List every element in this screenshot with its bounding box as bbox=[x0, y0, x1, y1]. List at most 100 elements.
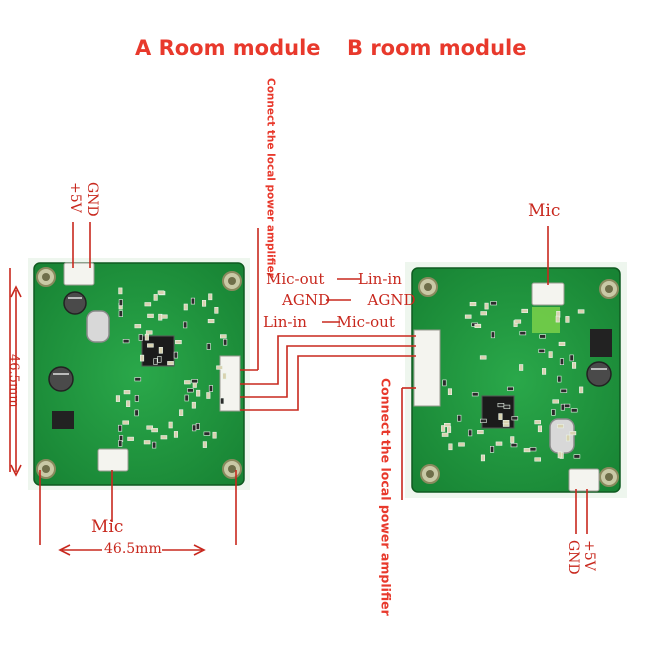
board-a-mic-connector bbox=[97, 448, 129, 472]
smd-part bbox=[558, 341, 566, 347]
smd-part bbox=[579, 386, 584, 394]
smd-part bbox=[123, 390, 131, 395]
smd-part bbox=[559, 358, 565, 366]
board-b-highlight bbox=[532, 307, 560, 333]
smd-part bbox=[138, 334, 143, 341]
smd-part bbox=[569, 431, 577, 436]
board-a-regulator bbox=[52, 411, 74, 429]
smd-part bbox=[523, 448, 531, 453]
smd-part bbox=[534, 457, 542, 462]
smd-part bbox=[537, 425, 543, 433]
board-a-power-connector bbox=[63, 262, 95, 286]
smd-part bbox=[202, 299, 207, 307]
b-5v-label: +5V bbox=[581, 540, 597, 571]
board-b-regulator bbox=[590, 329, 612, 357]
smd-part bbox=[538, 348, 546, 354]
smd-part bbox=[134, 324, 142, 329]
smd-part bbox=[555, 315, 560, 323]
title-b-room: B room module bbox=[347, 36, 527, 60]
smd-part bbox=[577, 309, 585, 314]
title-a-room: A Room module bbox=[135, 36, 321, 60]
board-b-mic-connector bbox=[531, 282, 565, 306]
smd-part bbox=[173, 431, 178, 438]
smd-part bbox=[514, 319, 522, 324]
smd-part bbox=[216, 365, 223, 370]
smd-part bbox=[569, 354, 574, 362]
smd-part bbox=[183, 303, 188, 311]
smd-part bbox=[206, 392, 211, 399]
a-5v-label: +5V bbox=[67, 182, 83, 213]
smd-part bbox=[497, 402, 505, 408]
board-a-capacitors bbox=[48, 291, 87, 392]
smd-part bbox=[565, 316, 570, 323]
smd-part bbox=[519, 364, 524, 371]
smd-part bbox=[126, 400, 131, 408]
smd-part bbox=[490, 301, 497, 306]
smd-part bbox=[220, 397, 225, 405]
smd-part bbox=[147, 343, 154, 348]
smd-part bbox=[196, 389, 201, 397]
board-b-audio-header bbox=[413, 329, 441, 407]
smd-part bbox=[187, 388, 194, 393]
smd-part bbox=[183, 321, 188, 329]
smd-part bbox=[191, 379, 198, 384]
smd-part bbox=[552, 399, 560, 404]
smd-part bbox=[207, 318, 215, 324]
b-gnd-label: GND bbox=[565, 540, 581, 575]
connection-row-3: Lin-in Mic-out bbox=[263, 315, 395, 330]
smd-part bbox=[179, 409, 184, 417]
smd-part bbox=[152, 441, 157, 449]
wire-agnd bbox=[240, 345, 416, 398]
smd-part bbox=[161, 314, 168, 319]
smd-part bbox=[208, 293, 213, 301]
smd-part bbox=[510, 436, 515, 443]
connection-1-to: Lin-in bbox=[357, 270, 402, 288]
smd-part bbox=[468, 429, 473, 437]
smd-part bbox=[195, 423, 200, 430]
smd-part bbox=[560, 403, 565, 411]
smd-part bbox=[118, 287, 123, 295]
smd-part bbox=[191, 401, 196, 409]
smd-part bbox=[184, 394, 189, 402]
board-b-smd-components bbox=[441, 301, 585, 462]
smd-part bbox=[144, 333, 149, 341]
smd-part bbox=[457, 414, 462, 422]
connection-2-to: AGND bbox=[367, 291, 416, 309]
smd-part bbox=[480, 418, 487, 423]
board-b-mounting-holes bbox=[418, 277, 619, 487]
smd-part bbox=[153, 294, 158, 301]
smd-part bbox=[212, 431, 217, 439]
b-connect-amp-label: Connect the local power amplifier bbox=[378, 378, 394, 616]
smd-part bbox=[469, 301, 477, 307]
smd-part bbox=[495, 441, 503, 446]
height-dimension-label: 46.5mm bbox=[6, 354, 21, 408]
smd-part bbox=[118, 424, 123, 432]
smd-part bbox=[565, 434, 571, 442]
smd-part bbox=[118, 299, 123, 306]
smd-part bbox=[484, 302, 489, 310]
b-mic-label: Mic bbox=[528, 201, 561, 221]
smd-part bbox=[507, 386, 514, 391]
smd-part bbox=[115, 395, 120, 402]
smd-part bbox=[571, 362, 577, 369]
wire-mic-out-lin-in bbox=[240, 335, 416, 385]
smd-part bbox=[134, 395, 139, 402]
smd-part bbox=[214, 306, 219, 314]
smd-part bbox=[480, 454, 486, 462]
smd-part bbox=[448, 443, 453, 451]
smd-part bbox=[144, 302, 152, 307]
smd-part bbox=[519, 331, 527, 336]
smd-part bbox=[548, 351, 553, 358]
connection-row-1: Mic-out Lin-in bbox=[266, 272, 402, 287]
smd-part bbox=[168, 421, 173, 429]
smd-part bbox=[184, 380, 191, 385]
connection-2-from: AGND bbox=[282, 291, 330, 309]
smd-part bbox=[490, 331, 496, 339]
a-gnd-label: GND bbox=[84, 182, 100, 217]
smd-part bbox=[118, 310, 123, 318]
smd-part bbox=[480, 311, 488, 316]
smd-part bbox=[153, 358, 158, 365]
connection-row-2: AGND AGND bbox=[282, 293, 416, 308]
